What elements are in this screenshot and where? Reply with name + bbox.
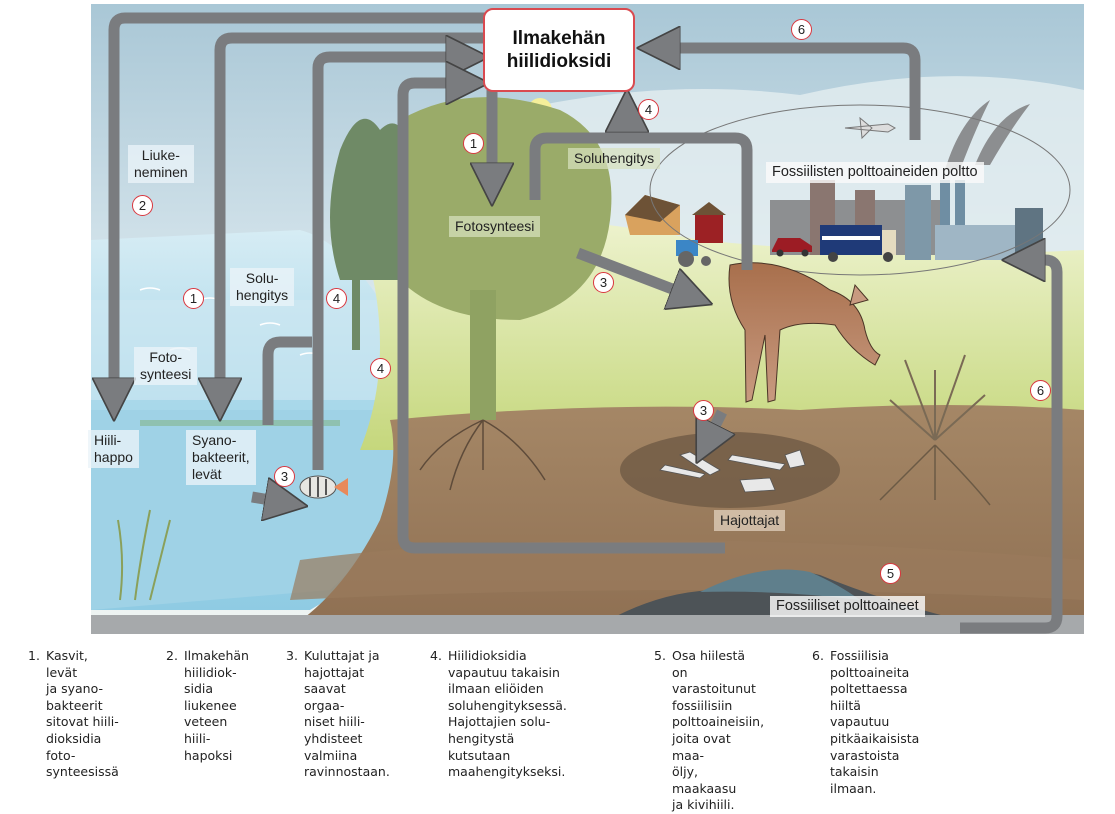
soil-layer <box>290 540 1084 600</box>
label-syanobakteerit: Syano- bakteerit, levät <box>186 430 256 485</box>
marker-5-fossil: 5 <box>880 563 901 584</box>
arrow-decomposer <box>708 409 722 440</box>
marker-4-top: 4 <box>638 99 659 120</box>
label-fossiilisten-poltto: Fossiilisten polttoaineiden poltto <box>766 162 984 183</box>
legend: 1. Kasvit, levät ja syano- bakteerit sit… <box>0 648 1115 812</box>
arrow-fish <box>251 497 282 502</box>
marker-3-deer: 3 <box>593 272 614 293</box>
legend-number: 5. <box>654 648 666 663</box>
marker-3-bones: 3 <box>693 400 714 421</box>
bedrock <box>91 615 1084 634</box>
legend-text: Kasvit, levät ja syano- bakteerit sitova… <box>46 648 119 780</box>
legend-text: Hiilidioksidia vapautuu takaisin ilmaan … <box>448 648 567 780</box>
arrow-consumer <box>576 247 688 295</box>
arrow-fossil-to-factory <box>960 260 1063 634</box>
marker-1-tree: 1 <box>463 133 484 154</box>
marker-3-fish: 3 <box>274 466 295 487</box>
fossil-deposit-top <box>700 569 860 600</box>
arrow-respiration-branch <box>262 336 312 425</box>
marker-4-shore: 4 <box>370 358 391 379</box>
water-waves <box>139 287 321 356</box>
carbon-flow-arrows <box>114 12 1063 634</box>
arrow-dissolving <box>114 12 485 395</box>
marker-1-water: 1 <box>183 288 204 309</box>
truck <box>820 225 896 262</box>
carbon-cycle-illustration <box>91 4 1084 634</box>
marker-6-right: 6 <box>1030 380 1051 401</box>
label-soluhengitys: Soluhengitys <box>568 148 661 169</box>
farm <box>625 195 726 267</box>
marker-4-water: 4 <box>326 288 347 309</box>
co2-box-line2: hiilidioksidi <box>506 51 612 72</box>
shrub <box>879 354 991 506</box>
atmospheric-co2-box: Ilmakehän hiilidioksidi <box>483 8 635 92</box>
tree-roots <box>419 419 546 491</box>
decomposition-pit <box>620 432 840 508</box>
label-hajottajat: Hajottajat <box>714 510 786 531</box>
legend-text: Osa hiilestä on varastoitunut fossiilisi… <box>672 648 765 813</box>
arrow-respiration-land <box>529 132 753 270</box>
marker-2-left: 2 <box>132 195 153 216</box>
arrow-soil-respiration <box>397 83 725 554</box>
label-fossiiliset-polttoaineet: Fossiiliset polttoaineet <box>770 596 925 617</box>
legend-text: Kuluttajat ja hajottajat saavat orgaa- n… <box>304 648 390 780</box>
algae-layer <box>140 420 340 426</box>
legend-number: 1. <box>28 648 40 663</box>
arrow-photosynthesis-water <box>220 32 485 395</box>
legend-text: Fossiilisia polttoaineita poltettaessa h… <box>830 648 920 796</box>
label-foto-water: Foto- synteesi <box>134 347 198 385</box>
label-hiilihappo: Hiili- happo <box>88 430 139 468</box>
co2-box-line1: Ilmakehän <box>512 28 606 49</box>
legend-number: 2. <box>166 648 178 663</box>
legend-text: Ilmakehän hiilidiok- sidia liukenee vete… <box>184 648 249 763</box>
water-plant <box>117 509 171 601</box>
label-liukeneminen: Liuke- neminen <box>128 145 194 183</box>
legend-number: 6. <box>812 648 824 663</box>
deer <box>728 262 881 403</box>
label-solu-water: Solu- hengitys <box>230 268 295 306</box>
marker-6-top: 6 <box>791 19 812 40</box>
industry-ellipse <box>649 104 1071 276</box>
label-fotosynteesi: Fotosynteesi <box>449 216 541 237</box>
car <box>772 238 812 257</box>
arrow-combustion <box>663 48 921 140</box>
arrow-respiration-water <box>312 57 463 470</box>
legend-number: 4. <box>430 648 442 663</box>
airplane <box>844 116 897 140</box>
legend-number: 3. <box>286 648 298 663</box>
forest <box>330 97 612 420</box>
